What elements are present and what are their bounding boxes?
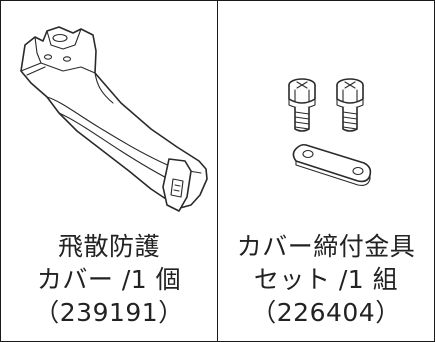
part-name: 飛散防護 <box>57 232 160 261</box>
part-cell-cover-fastening-hardware: カバー締付金具 セット /1 組 （226404） <box>217 1 434 341</box>
part-cell-splash-guard-cover: 飛散防護 カバー /1 個 （239191） <box>1 1 217 341</box>
part-name: カバー締付金具 <box>236 232 416 261</box>
fastening-plate-icon <box>292 143 372 186</box>
part-number: （226404） <box>251 298 401 327</box>
cover-fastening-hardware-caption: カバー締付金具 セット /1 組 （226404） <box>218 230 434 329</box>
part-quantity: カバー /1 個 <box>36 265 182 294</box>
part-number: （239191） <box>34 298 184 327</box>
splash-guard-cover-illustration <box>1 1 217 229</box>
splash-guard-cover-caption: 飛散防護 カバー /1 個 （239191） <box>1 230 217 329</box>
cover-fastening-hardware-illustration <box>218 1 434 229</box>
bolt-icon <box>288 78 316 132</box>
part-quantity: セット /1 組 <box>253 265 399 294</box>
bolt-icon <box>336 78 364 132</box>
